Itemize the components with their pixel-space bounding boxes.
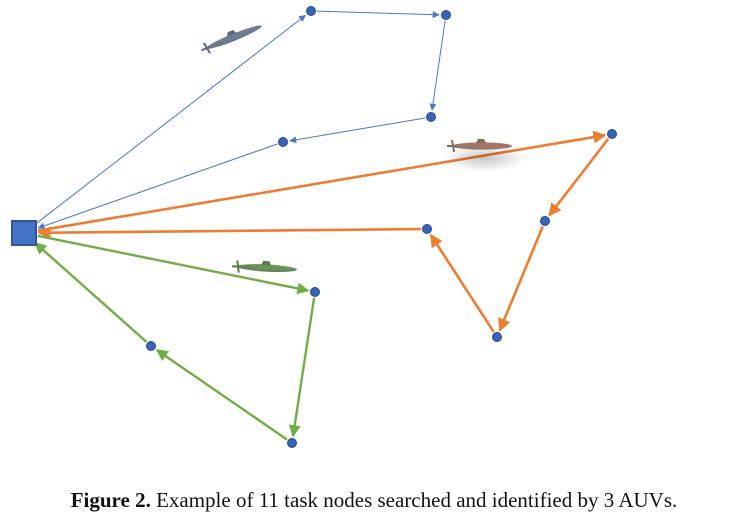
task-node [146, 341, 156, 351]
green-auv-route-leg-2 [288, 297, 316, 438]
blue-auv-route-leg-3 [429, 20, 446, 111]
blue-auv-route-leg-1 [34, 14, 307, 225]
green-auv-route-leg-4 [34, 242, 148, 343]
orange-auv-route-leg-4 [429, 233, 495, 333]
task-node [441, 10, 451, 20]
figure-label: Figure 2. [70, 488, 151, 512]
blue-auv-route-leg-4 [289, 117, 426, 144]
task-node [278, 137, 288, 147]
route-diagram [11, 6, 617, 448]
orange-auv-route-leg-3 [498, 226, 544, 332]
orange-auv-route [37, 130, 610, 333]
task-node [492, 332, 502, 342]
task-node [540, 216, 550, 226]
auv-icon [443, 139, 527, 172]
task-node [310, 287, 320, 297]
task-node [306, 6, 316, 16]
task-node [422, 224, 432, 234]
blue-auv-route-leg-2 [316, 10, 440, 19]
blue-auv-route [34, 10, 446, 230]
task-node [607, 129, 617, 139]
auv-icon [231, 260, 297, 273]
orange-auv-route-leg-1 [37, 130, 607, 232]
auv-icon [201, 25, 262, 54]
base-station [11, 220, 37, 246]
blue-auv-route-leg-5 [37, 143, 278, 230]
green-auv-route-leg-3 [155, 348, 288, 441]
figure-caption: Figure 2. Example of 11 task nodes searc… [0, 488, 748, 513]
orange-auv-route-leg-5 [37, 226, 422, 240]
figure-caption-text: Example of 11 task nodes searched and id… [150, 488, 678, 512]
green-auv-route-leg-1 [37, 234, 310, 295]
orange-auv-route-leg-2 [548, 137, 610, 217]
task-node [287, 438, 297, 448]
task-node [426, 112, 436, 122]
green-auv-route [34, 234, 316, 441]
